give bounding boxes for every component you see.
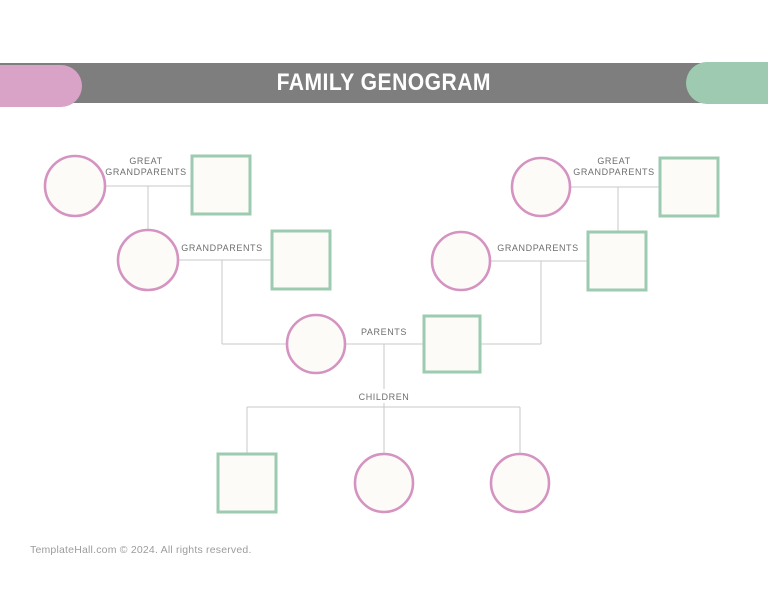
left-grandmother-circle bbox=[116, 228, 180, 292]
child-3-circle bbox=[489, 452, 551, 514]
header: FAMILY GENOGRAM bbox=[0, 63, 768, 103]
header-right-accent-pill bbox=[686, 62, 768, 104]
label-great-grandparents-left-line2: GRANDPARENTS bbox=[105, 167, 187, 177]
header-left-accent-pill bbox=[0, 65, 82, 107]
label-great-grandparents-right-line2: GRANDPARENTS bbox=[573, 167, 655, 177]
label-great-grandparents-left-line1: GREAT bbox=[129, 156, 162, 166]
right-great-grandmother-circle bbox=[510, 156, 572, 218]
mother-circle bbox=[285, 313, 347, 375]
label-children: CHILDREN bbox=[359, 392, 410, 402]
right-grandmother-circle bbox=[430, 230, 492, 292]
left-great-grandmother-circle bbox=[43, 154, 107, 218]
connector-lines bbox=[105, 185, 660, 454]
label-grandparents-right: GRANDPARENTS bbox=[497, 243, 579, 253]
page-title: FAMILY GENOGRAM bbox=[276, 69, 492, 96]
label-parents: PARENTS bbox=[361, 327, 407, 337]
left-grandfather-square bbox=[270, 229, 332, 291]
label-grandparents-left: GRANDPARENTS bbox=[181, 243, 263, 253]
label-great-grandparents-right-line1: GREAT bbox=[597, 156, 630, 166]
copyright-notice: TemplateHall.com © 2024. All rights rese… bbox=[30, 544, 252, 556]
left-great-grandfather-square bbox=[190, 154, 252, 216]
father-square bbox=[422, 314, 482, 374]
header-bar bbox=[0, 63, 768, 103]
child-2-circle bbox=[353, 452, 415, 514]
right-grandfather-square bbox=[586, 230, 648, 292]
right-great-grandfather-square bbox=[658, 156, 720, 218]
child-1-square bbox=[216, 452, 278, 514]
